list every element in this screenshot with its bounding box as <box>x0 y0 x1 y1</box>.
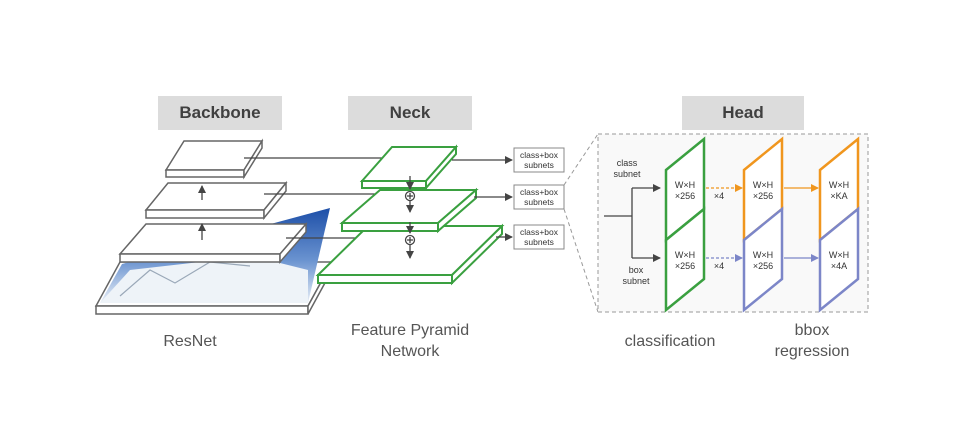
svg-text:×256: ×256 <box>753 191 773 201</box>
resnet-layer-1 <box>164 138 264 180</box>
svg-text:W×H: W×H <box>753 180 773 190</box>
resnet-layer-2 <box>144 180 288 221</box>
box-output-feature: W×H ×4A <box>818 206 860 313</box>
class-subnet-label: class <box>617 158 638 168</box>
bbox-caption-line1: bbox <box>794 322 830 339</box>
zoom-lines <box>563 133 599 313</box>
fpn-top-down <box>404 176 416 259</box>
svg-text:W×H: W×H <box>829 180 849 190</box>
head-label: Head <box>682 96 804 130</box>
svg-text:W×H: W×H <box>753 250 773 260</box>
box-input-feature: W×H ×256 <box>664 206 706 313</box>
neck-label: Neck <box>348 96 472 130</box>
svg-text:W×H: W×H <box>675 180 695 190</box>
resnet-layer-3 <box>118 221 308 265</box>
box-subnet-label: subnet <box>622 276 650 286</box>
fpn-caption-line1: Feature Pyramid <box>350 322 470 339</box>
svg-text:×KA: ×KA <box>830 191 847 201</box>
subnet-box-label: class+box <box>520 150 559 160</box>
resnet-caption: ResNet <box>163 333 217 350</box>
svg-text:W×H: W×H <box>675 250 695 260</box>
backbone-label: Backbone <box>158 96 282 130</box>
svg-text:×256: ×256 <box>753 261 773 271</box>
class-input-feature: W×H ×256 <box>664 136 706 243</box>
fpn-output-arrows <box>452 156 513 241</box>
subnet-box-1: class+box subnets <box>513 147 565 173</box>
subnet-box-label: class+box <box>520 187 559 197</box>
subnet-box-label: class+box <box>520 227 559 237</box>
subnet-box-label: subnets <box>524 237 554 247</box>
backbone-resnet <box>94 138 334 315</box>
classification-caption: classification <box>624 333 716 350</box>
class-subnet-label: subnet <box>613 169 641 179</box>
svg-text:×256: ×256 <box>675 191 695 201</box>
subnet-box-label: subnets <box>524 197 554 207</box>
neck-fpn <box>315 144 505 286</box>
svg-text:W×H: W×H <box>829 250 849 260</box>
svg-text:×4A: ×4A <box>831 261 847 271</box>
svg-text:×256: ×256 <box>675 261 695 271</box>
fpn-caption-line2: Network <box>380 343 440 360</box>
box-subnet-label: box <box>629 265 644 275</box>
head-input-branch <box>604 184 661 262</box>
repeat-label: ×4 <box>714 191 724 201</box>
subnet-box-2: class+box subnets <box>513 184 565 210</box>
fpn-level-1 <box>359 144 459 191</box>
bbox-caption-line2: regression <box>774 343 850 360</box>
repeat-label: ×4 <box>714 261 724 271</box>
subnet-box-label: subnets <box>524 160 554 170</box>
subnet-box-3: class+box subnets <box>513 224 565 250</box>
box-hidden-feature: W×H ×256 <box>742 206 784 313</box>
